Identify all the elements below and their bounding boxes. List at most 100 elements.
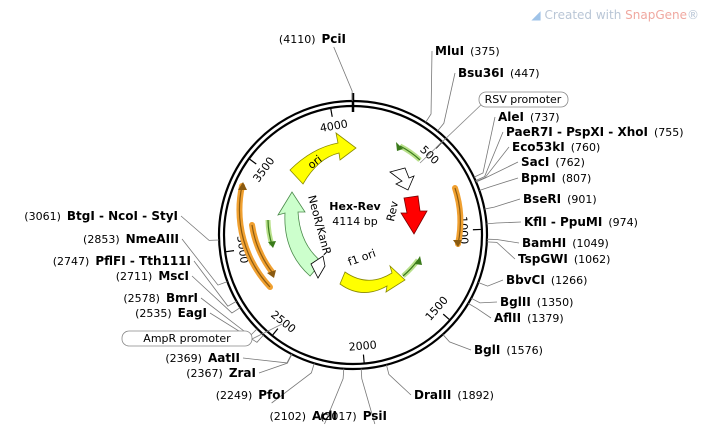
plasmid-length: 4114 bp: [332, 215, 377, 228]
site-psii: PsiI(2017): [320, 409, 387, 423]
primer-arc-top-line: [399, 145, 421, 161]
site-position: (2102): [269, 410, 306, 423]
orf-arc-left-outer-inner: [238, 185, 271, 288]
site-name: BmrI: [166, 291, 198, 305]
tick-label: 4000: [319, 117, 349, 135]
site-name: BamHI: [522, 236, 566, 250]
site-name: PflFI - Tth111I: [95, 254, 191, 268]
site-leader: [473, 116, 496, 178]
site-bseri: BseRI (901): [523, 192, 597, 206]
site-name: DraIII: [414, 388, 451, 402]
snapgene-logo-icon: ◢: [531, 8, 541, 22]
primer-arc-left-head: [268, 241, 276, 248]
site-position: (737): [530, 111, 560, 124]
site-leader: [484, 198, 521, 210]
site-name: SacI: [521, 155, 549, 169]
site-position: (974): [608, 216, 638, 229]
site-position: (447): [510, 67, 540, 80]
site-position: (4110): [279, 33, 316, 46]
site-leader: [478, 279, 504, 287]
plasmid-backbone: [217, 99, 489, 371]
tick-label: 3500: [250, 154, 277, 184]
site-position: (375): [470, 45, 500, 58]
site-position: (807): [562, 172, 592, 185]
site-name: BtgI - NcoI - StyI: [67, 209, 178, 223]
site-position: (2711): [116, 270, 153, 283]
site-name: PfoI: [258, 388, 285, 402]
site-leader: [324, 368, 345, 425]
site-zrai: ZraI (2367): [186, 366, 256, 380]
promoter-ampr-text: AmpR promoter: [143, 332, 231, 345]
site-leader: [333, 46, 353, 102]
feature-label-rev: Rev: [384, 199, 401, 222]
site-eco53ki: Eco53kI(760): [512, 140, 600, 154]
site-leader: [479, 177, 519, 191]
site-bmri: BmrI (2578): [123, 291, 198, 305]
site-position: (1379): [527, 312, 564, 325]
site-leader: [486, 221, 522, 225]
tick-mark: [362, 354, 365, 363]
orf-arc-right-head: [453, 240, 462, 247]
site-leader: [209, 312, 264, 343]
site-bpmi: BpmI(807): [521, 171, 591, 185]
site-nmeaiii: NmeAIII(2853): [83, 232, 179, 246]
site-position: (2747): [53, 255, 90, 268]
site-leader: [468, 303, 492, 319]
feature-label-f1-ori: f1 ori: [346, 247, 377, 269]
site-position: (901): [567, 193, 597, 206]
site-leader: [200, 297, 258, 337]
site-leader: [258, 354, 293, 374]
site-name: PsiI: [363, 409, 387, 423]
promoter-ampr-arrow: [310, 255, 326, 279]
tick-mark: [272, 328, 279, 336]
site-position: (2367): [186, 367, 223, 380]
site-tspgwi: TspGWI (1062): [518, 252, 610, 266]
site-name: ZraI: [229, 366, 256, 380]
site-position: (3061): [24, 210, 61, 223]
site-name: PaeR7I - PspXI - XhoI: [506, 125, 648, 139]
site-paer7i-pspxi-xhoi: PaeR7I - PspXI - XhoI (755): [506, 125, 684, 139]
site-position: (760): [571, 141, 601, 154]
tick-mark: [249, 158, 257, 165]
site-leader: [475, 146, 510, 182]
site-bamhi: BamHI (1049): [522, 236, 609, 250]
site-bbvci: BbvCI (1266): [506, 273, 587, 287]
tick-label: 2500: [268, 308, 298, 336]
site-name: AleI: [498, 110, 524, 124]
site-position: (1062): [574, 253, 611, 266]
site-eagi: EagI (2535): [135, 306, 207, 320]
site-name: Bsu36I: [458, 66, 504, 80]
site-name: EagI: [178, 306, 207, 320]
site-position: (1049): [572, 237, 609, 250]
site-position: (1266): [551, 274, 588, 287]
site-bsu36i: Bsu36I (447): [458, 66, 540, 80]
site-position: (2535): [135, 307, 172, 320]
site-leader: [437, 72, 456, 132]
site-position: (2578): [123, 292, 160, 305]
site-name: BseRI: [523, 192, 561, 206]
site-leader: [181, 238, 228, 286]
site-leader: [271, 363, 315, 404]
site-pfoi: PfoI(2249): [216, 388, 285, 402]
site-position: (762): [555, 156, 585, 169]
site-position: (755): [654, 126, 684, 139]
site-alei: AleI (737): [498, 110, 560, 124]
site-name: TspGWI: [518, 252, 568, 266]
site-saci: SacI (762): [521, 155, 585, 169]
site-leader: [486, 238, 520, 244]
primer-arcs: [265, 142, 422, 278]
site-name: BbvCI: [506, 273, 545, 287]
promoter-label-rsv: RSV promoter: [419, 91, 569, 164]
site-msci: MscI(2711): [116, 269, 189, 283]
orf-arc-left-inner-head: [267, 270, 276, 278]
site-pflfi-tth111i: PflFI - Tth111I (2747): [53, 254, 191, 268]
site-position: (1892): [457, 389, 494, 402]
orf-arcs: [236, 182, 464, 290]
site-name: KflI - PpuMI: [524, 215, 602, 229]
watermark-brand: SnapGene: [625, 8, 687, 22]
tick-mark: [330, 108, 333, 117]
site-bgli: BglI(1576): [474, 343, 543, 357]
tick-label: 2000: [348, 338, 377, 353]
site-name: MluI: [435, 44, 464, 58]
